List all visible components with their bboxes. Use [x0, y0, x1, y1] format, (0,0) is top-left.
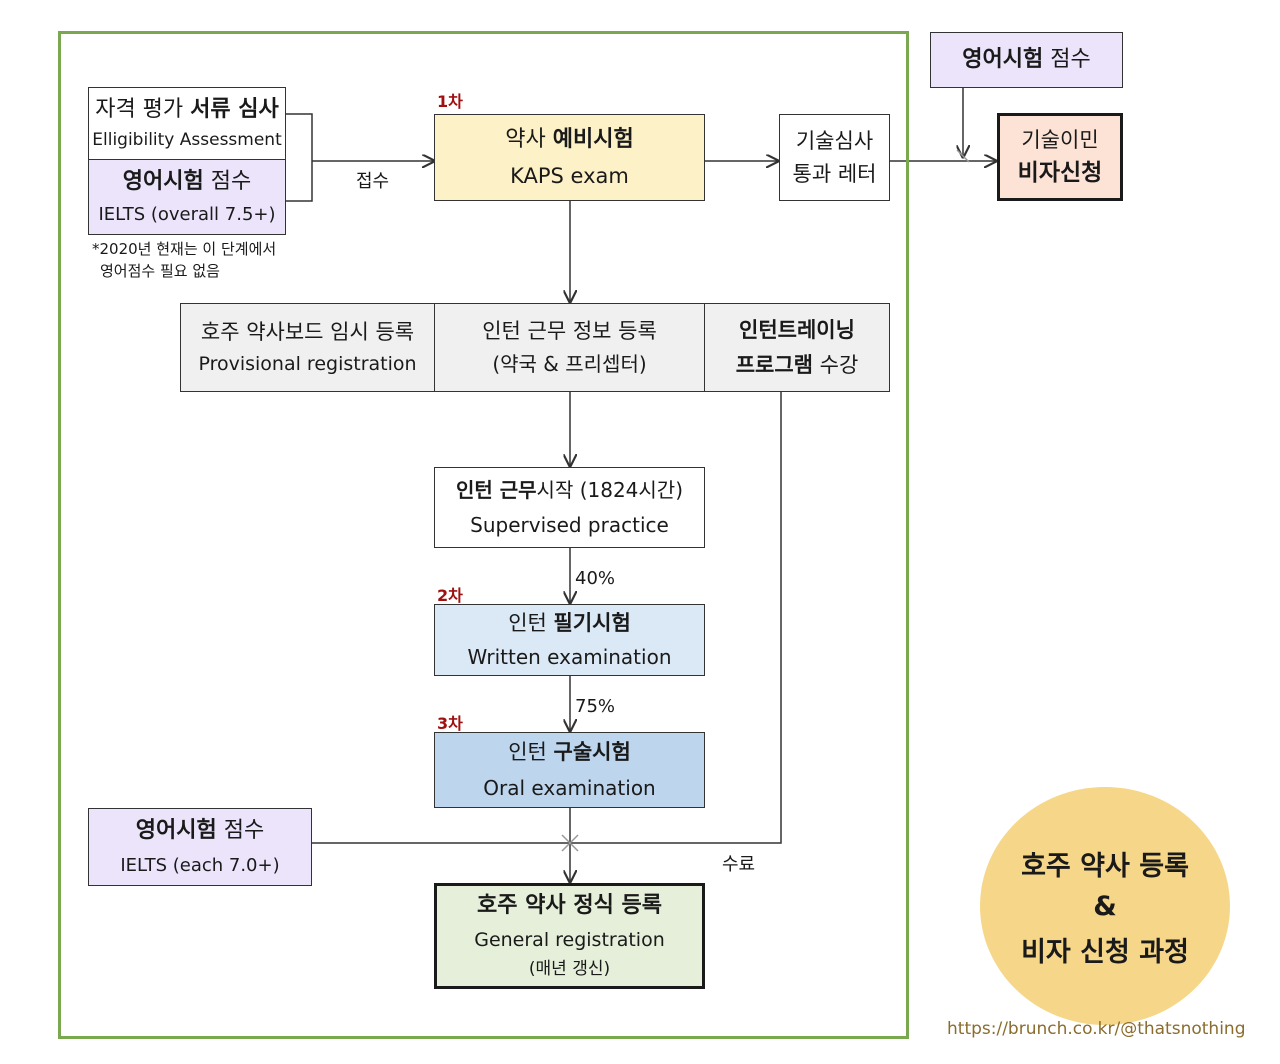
oral-exam-subtitle: Oral examination: [483, 775, 656, 800]
provisional-subtitle: Provisional registration: [198, 352, 417, 375]
intern-training-program-box: 인턴트레이닝 프로그램 수강: [704, 303, 890, 392]
general-registration-note: (매년 갱신): [528, 959, 611, 979]
intern-training-line-1: 인턴트레이닝: [739, 318, 855, 343]
progress-label-40: 40%: [575, 568, 616, 589]
completion-label: 수료: [722, 854, 756, 875]
english-score-visa-title: 영어시험 점수: [962, 47, 1091, 73]
summary-line-1: 호주 약사 등록: [1021, 850, 1189, 882]
stage-label-3: 3차: [437, 714, 463, 733]
english-score-each-box: 영어시험 점수 IELTS (each 7.0+): [88, 808, 312, 886]
english-score-each-subtitle: IELTS (each 7.0+): [120, 854, 280, 876]
kaps-exam-box: 약사 예비시험 KAPS exam: [434, 114, 705, 201]
skills-letter-line-1: 기술심사: [795, 129, 874, 154]
english-score-each-title: 영어시험 점수: [135, 818, 265, 843]
summary-circle: 호주 약사 등록 & 비자 신청 과정: [980, 787, 1230, 1025]
kaps-exam-subtitle: KAPS exam: [510, 164, 629, 189]
written-exam-subtitle: Written examination: [467, 644, 672, 669]
line-training-join: [570, 392, 782, 844]
supervised-practice-box: 인턴 근무시작 (1824시간) Supervised practice: [434, 467, 705, 548]
general-registration-box: 호주 약사 정식 등록 General registration (매년 갱신): [434, 883, 705, 989]
intern-info-line-2: (약국 & 프리셉터): [492, 352, 647, 377]
intern-info-registration-box: 인턴 근무 정보 등록 (약국 & 프리셉터): [434, 303, 705, 392]
eligibility-assessment-box: 자격 평가 서류 심사 Elligibility Assessment: [88, 87, 286, 160]
english-score-visa-box: 영어시험 점수: [930, 32, 1123, 88]
general-registration-title: 호주 약사 정식 등록: [477, 892, 662, 918]
visa-line-1: 기술이민: [1021, 127, 1099, 152]
supervised-title: 인턴 근무시작 (1824시간): [455, 477, 684, 502]
visa-line-2: 비자신청: [1017, 159, 1103, 186]
intern-info-line-1: 인턴 근무 정보 등록: [482, 318, 657, 343]
stage-label-2: 2차: [437, 586, 463, 605]
english-score-overall-title: 영어시험 점수: [122, 169, 252, 194]
written-exam-box: 인턴 필기시험 Written examination: [434, 604, 705, 676]
english-score-overall-subtitle: IELTS (overall 7.5+): [98, 203, 276, 225]
footnote-line-1: *2020년 현재는 이 단계에서: [92, 240, 277, 258]
skills-letter-line-2: 통과 레터: [792, 161, 877, 186]
oral-exam-box: 인턴 구술시험 Oral examination: [434, 732, 705, 808]
provisional-title: 호주 약사보드 임시 등록: [200, 319, 415, 344]
summary-line-3: 비자 신청 과정: [1021, 936, 1189, 968]
footnote-line-2: 영어점수 필요 없음: [100, 262, 220, 280]
footnote: *2020년 현재는 이 단계에서 영어점수 필요 없음: [92, 238, 276, 282]
written-exam-title: 인턴 필기시험: [508, 611, 631, 636]
oral-exam-title: 인턴 구술시험: [508, 740, 631, 765]
skills-assessment-letter-box: 기술심사 통과 레터: [779, 114, 890, 201]
bracket-line: [286, 113, 313, 202]
summary-line-2: &: [1093, 890, 1117, 922]
submit-label: 접수: [356, 171, 390, 192]
stage-label-1: 1차: [437, 92, 463, 111]
supervised-subtitle: Supervised practice: [470, 512, 669, 537]
eligibility-subtitle: Elligibility Assessment: [92, 129, 282, 150]
kaps-exam-title: 약사 예비시험: [505, 126, 634, 152]
process-frame: [58, 31, 909, 1039]
general-registration-subtitle: General registration: [474, 929, 665, 952]
eligibility-title: 자격 평가 서류 심사: [95, 97, 279, 123]
provisional-registration-box: 호주 약사보드 임시 등록 Provisional registration: [180, 303, 435, 392]
english-score-overall-box: 영어시험 점수 IELTS (overall 7.5+): [88, 160, 286, 235]
visa-application-box: 기술이민 비자신청: [997, 113, 1123, 201]
intern-training-line-2: 프로그램 수강: [735, 352, 859, 377]
credit-link[interactable]: https://brunch.co.kr/@thatsnothing: [947, 1019, 1246, 1039]
progress-label-75: 75%: [575, 696, 616, 717]
